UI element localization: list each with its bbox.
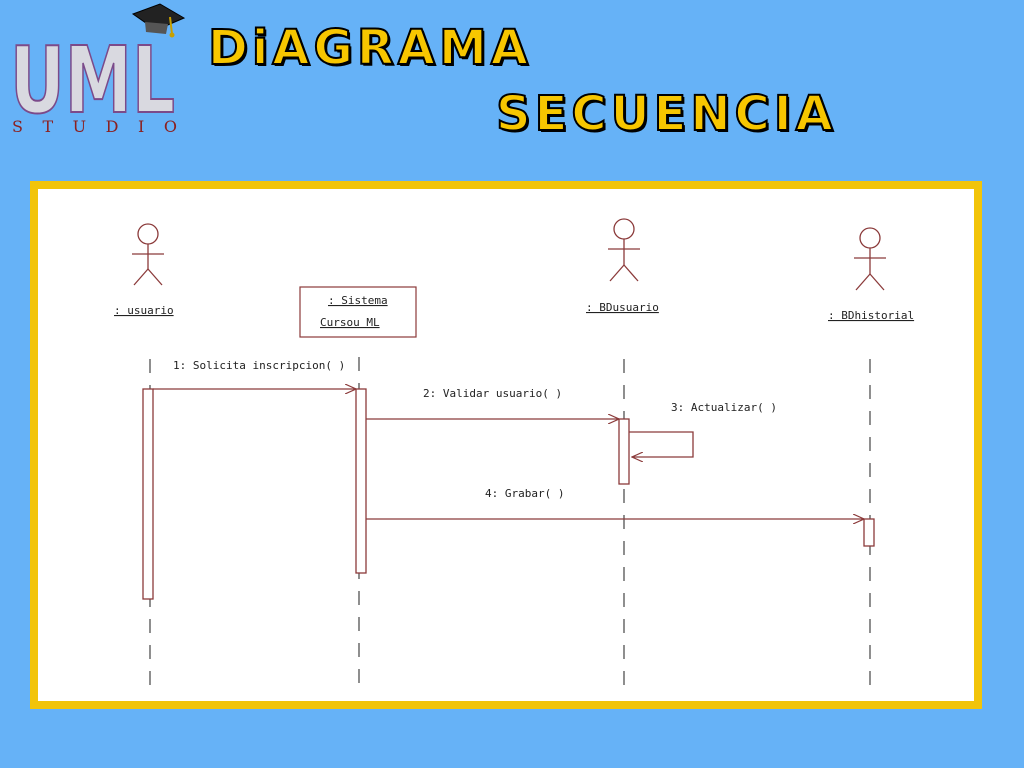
message-label-3: 3: Actualizar( ) [671, 401, 777, 414]
message-label-2: 2: Validar usuario( ) [423, 387, 562, 400]
participant-label-line2: Cursou ML [320, 316, 380, 329]
message-label-1: 1: Solicita inscripcion( ) [173, 359, 345, 372]
title-line-2: SECUENCIA [495, 86, 837, 142]
participant-bdusuario: : BDusuario [586, 218, 659, 314]
participant-label: : usuario [114, 304, 174, 317]
logo-letters: UML [10, 27, 175, 134]
activation-bdusuario [618, 418, 630, 485]
message-arrow-3 [629, 431, 694, 457]
participant-usuario: : usuario [114, 223, 174, 317]
participant-bdhistorial: : BDhistorial [828, 227, 914, 322]
message-label-4: 4: Grabar( ) [485, 487, 564, 500]
title-line-1: DiAGRAMA [207, 20, 532, 76]
activation-usuario [142, 388, 154, 600]
actor-icon [854, 227, 886, 291]
sequence-diagram: : usuario : Sistema Cursou ML : BDusuari… [38, 189, 974, 701]
graduation-cap-icon [131, 3, 186, 38]
participant-label: : BDusuario [586, 301, 659, 314]
participant-label: : BDhistorial [828, 309, 914, 322]
diagram-frame: : usuario : Sistema Cursou ML : BDusuari… [30, 181, 982, 709]
actor-icon [132, 223, 164, 286]
participant-label: : Sistema [328, 294, 388, 307]
object-box [299, 286, 417, 338]
activation-bdhistorial [863, 518, 875, 547]
activation-sistema [355, 388, 367, 574]
actor-icon [608, 218, 640, 282]
participant-sistema: : Sistema Cursou ML [299, 286, 417, 338]
